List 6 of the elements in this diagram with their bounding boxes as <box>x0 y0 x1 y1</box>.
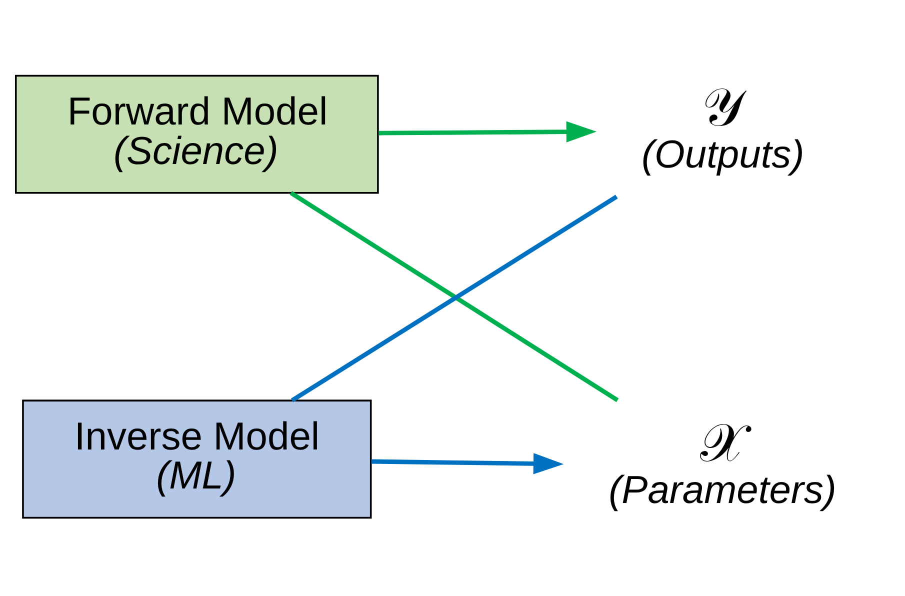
arrow <box>371 452 564 474</box>
node-box: Inverse Model (ML) <box>22 399 372 518</box>
node-text: 𝒳 (Parameters) <box>608 413 836 512</box>
node-text: 𝒴 (Outputs) <box>642 78 804 176</box>
node-box: Forward Model (Science) <box>14 74 379 194</box>
arrow <box>378 120 597 142</box>
